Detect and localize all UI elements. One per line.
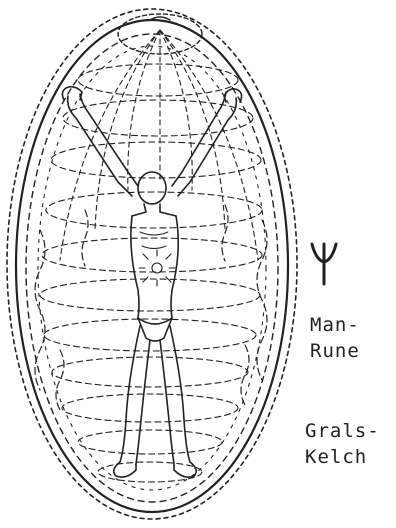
spiral-rings <box>40 64 262 482</box>
man-rune-label-line1: Man- <box>310 312 360 338</box>
wavy-energy-lines <box>35 205 267 410</box>
man-rune-label-line2: Rune <box>310 338 360 364</box>
man-rune-label: Man- Rune <box>310 312 360 364</box>
grals-kelch-label: Grals- Kelch <box>305 418 380 470</box>
grals-kelch-label-line1: Grals- <box>305 418 380 444</box>
grals-kelch-label-line2: Kelch <box>305 444 380 470</box>
man-rune-icon <box>306 238 342 288</box>
outer-aura-outline <box>7 9 297 519</box>
